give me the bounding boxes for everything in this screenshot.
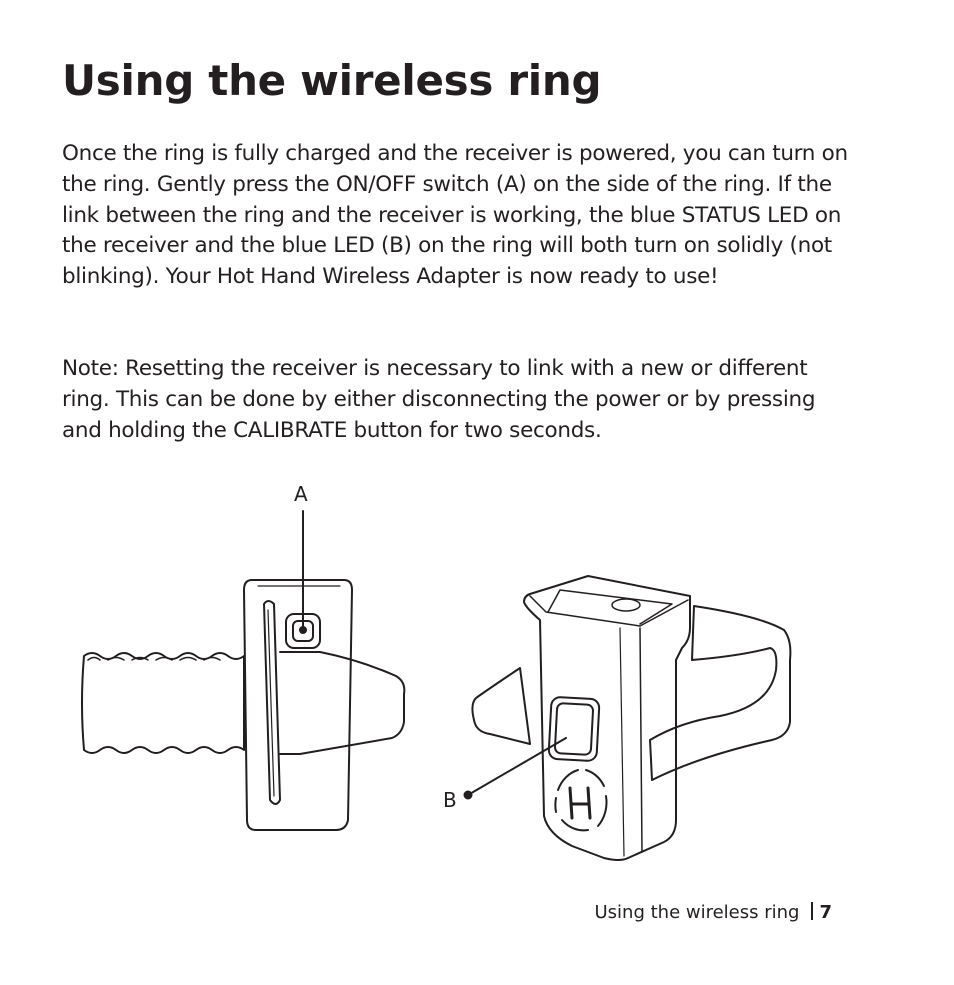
ring-body bbox=[523, 575, 691, 861]
callout-b-leader bbox=[467, 737, 567, 796]
ring-side-view bbox=[81, 510, 406, 831]
note-paragraph: Note: Resetting the receiver is necessar… bbox=[62, 354, 852, 446]
footer-divider bbox=[811, 902, 814, 920]
footer-section-title: Using the wireless ring bbox=[594, 902, 800, 923]
callout-a-label: A bbox=[294, 482, 308, 506]
ring-front-view bbox=[463, 575, 792, 861]
ring-illustration: A B bbox=[0, 470, 954, 890]
note-label: Note: bbox=[62, 356, 119, 381]
ring-wedge bbox=[279, 651, 406, 755]
callout-b-label: B bbox=[443, 788, 457, 812]
note-text: Resetting the receiver is necessary to l… bbox=[62, 356, 816, 443]
page-footer: Using the wireless ring 7 bbox=[594, 902, 832, 923]
hot-hand-logo-icon bbox=[554, 769, 608, 832]
ring-flap bbox=[471, 667, 531, 745]
page-number: 7 bbox=[819, 902, 832, 923]
led-b bbox=[547, 696, 601, 762]
ring-band bbox=[81, 652, 245, 754]
instructions-paragraph: Once the ring is fully charged and the r… bbox=[62, 141, 848, 290]
page-title: Using the wireless ring bbox=[62, 56, 602, 105]
ring-back-band bbox=[649, 605, 792, 781]
ring-housing bbox=[243, 579, 353, 831]
